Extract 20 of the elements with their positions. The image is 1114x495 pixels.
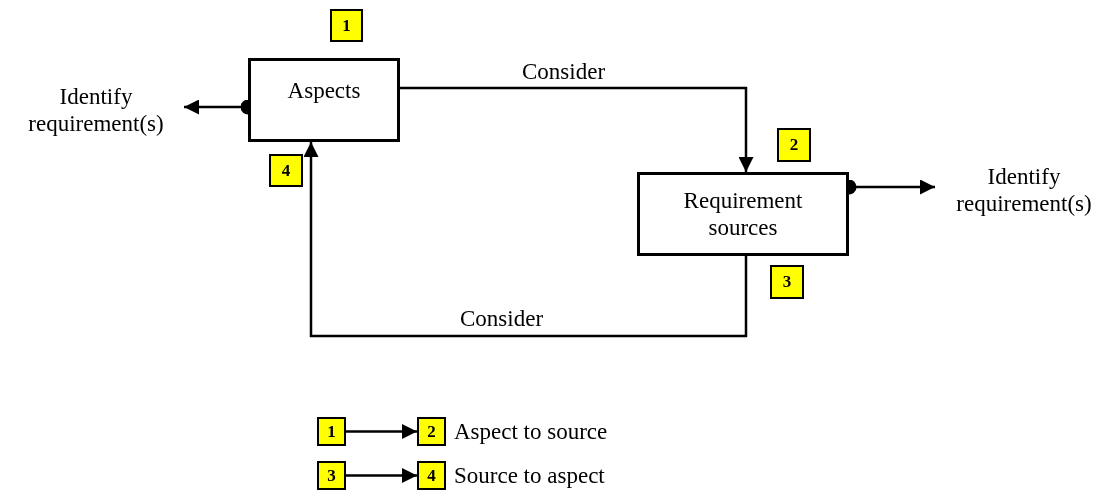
box-text: Requirement sources	[682, 187, 804, 241]
legend-text: Aspect to source	[454, 418, 608, 445]
arrow	[303, 142, 748, 338]
callout-number: 2	[777, 128, 811, 162]
box-text: Aspects	[287, 77, 361, 104]
process-box	[637, 172, 849, 256]
callout-number: 4	[417, 461, 446, 490]
callout-number: 3	[770, 265, 804, 299]
output-text: Identify requirement(s)	[935, 158, 1113, 222]
arrow	[346, 468, 417, 483]
legend-text: Source to aspect	[454, 462, 605, 489]
arrow	[346, 424, 417, 439]
process-box	[248, 58, 400, 142]
output-text: Identify requirement(s)	[8, 78, 184, 142]
callout-number: 2	[417, 417, 446, 446]
callout-number: 1	[330, 9, 363, 42]
callout-number: 1	[317, 417, 346, 446]
callout-number: 4	[269, 154, 303, 187]
arrow	[400, 86, 754, 172]
callout-number: 3	[317, 461, 346, 490]
